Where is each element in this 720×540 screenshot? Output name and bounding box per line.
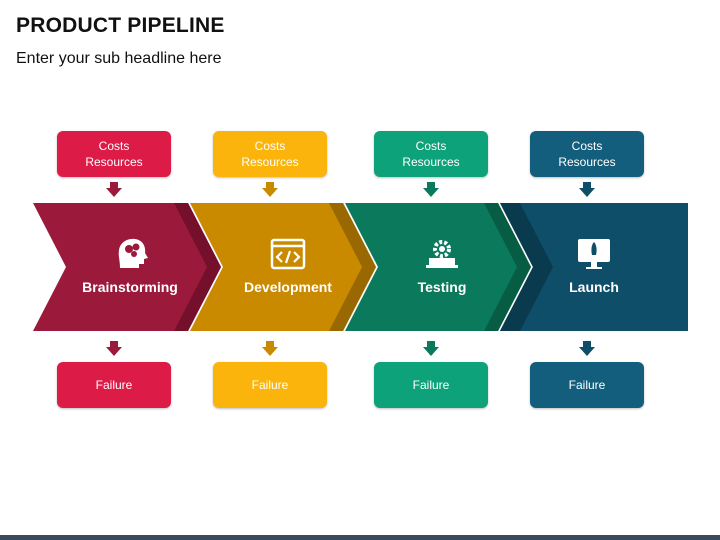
stage-4-label: Launch bbox=[569, 279, 619, 295]
stage-4-costs-box: Costs Resources bbox=[530, 131, 644, 177]
chevron-stage-4-shade bbox=[500, 203, 553, 331]
page-subtitle: Enter your sub headline here bbox=[16, 50, 222, 67]
stage-2-label: Development bbox=[244, 279, 332, 295]
stage-2-failure-box: Failure bbox=[213, 362, 327, 408]
stage-2-failure-label: Failure bbox=[251, 378, 289, 392]
stage-3-costs-box: Costs Resources bbox=[374, 131, 488, 177]
stage-1-costs-box: Costs Resources bbox=[57, 131, 171, 177]
down-arrow-2-top-icon bbox=[262, 188, 278, 197]
down-arrow-1-bottom-icon bbox=[106, 347, 122, 356]
rocket-monitor-icon bbox=[578, 239, 610, 269]
stage-2-resources-label: Resources bbox=[241, 155, 299, 169]
stage-1-failure-box: Failure bbox=[57, 362, 171, 408]
down-arrow-stem-3-top bbox=[427, 182, 435, 188]
down-arrow-2-bottom-icon bbox=[262, 347, 278, 356]
stage-3-failure-box: Failure bbox=[374, 362, 488, 408]
stage-1-resources-label: Resources bbox=[85, 155, 143, 169]
stage-3-label: Testing bbox=[417, 279, 467, 295]
chevron-stage-3-shade bbox=[484, 203, 531, 331]
stage-2-costs-label: Costs bbox=[254, 139, 286, 153]
down-arrow-stem-2-bottom bbox=[266, 341, 274, 347]
down-arrow-stem-1-bottom bbox=[110, 341, 118, 347]
chevron-stage-2-shade bbox=[329, 203, 376, 331]
stage-1-costs-label: Costs bbox=[98, 139, 130, 153]
down-arrow-1-top-icon bbox=[106, 188, 122, 197]
down-arrow-stem-3-bottom bbox=[427, 341, 435, 347]
stage-3-costs-label: Costs bbox=[415, 139, 447, 153]
page-title: PRODUCT PIPELINE bbox=[16, 14, 225, 37]
down-arrow-4-bottom-icon bbox=[579, 347, 595, 356]
down-arrow-stem-1-top bbox=[110, 182, 118, 188]
down-arrow-4-top-icon bbox=[579, 188, 595, 197]
down-arrow-stem-4-bottom bbox=[583, 341, 591, 347]
gear-laptop-icon bbox=[426, 240, 458, 268]
stage-1-label: Brainstorming bbox=[82, 279, 178, 295]
stage-2-costs-box: Costs Resources bbox=[213, 131, 327, 177]
down-arrow-3-bottom-icon bbox=[423, 347, 439, 356]
chevron-stage-1-shade bbox=[174, 203, 221, 331]
down-arrow-stem-2-top bbox=[266, 182, 274, 188]
footer-bar bbox=[0, 535, 720, 540]
code-window-icon bbox=[270, 238, 306, 270]
stage-3-failure-label: Failure bbox=[412, 378, 450, 392]
stage-3-resources-label: Resources bbox=[402, 155, 460, 169]
down-arrow-stem-4-top bbox=[583, 182, 591, 188]
stage-1-failure-label: Failure bbox=[95, 378, 133, 392]
stage-4-costs-label: Costs bbox=[571, 139, 603, 153]
down-arrow-3-top-icon bbox=[423, 188, 439, 197]
stage-4-failure-label: Failure bbox=[568, 378, 606, 392]
stage-4-failure-box: Failure bbox=[530, 362, 644, 408]
brain-icon bbox=[118, 238, 148, 268]
stage-4-resources-label: Resources bbox=[558, 155, 616, 169]
